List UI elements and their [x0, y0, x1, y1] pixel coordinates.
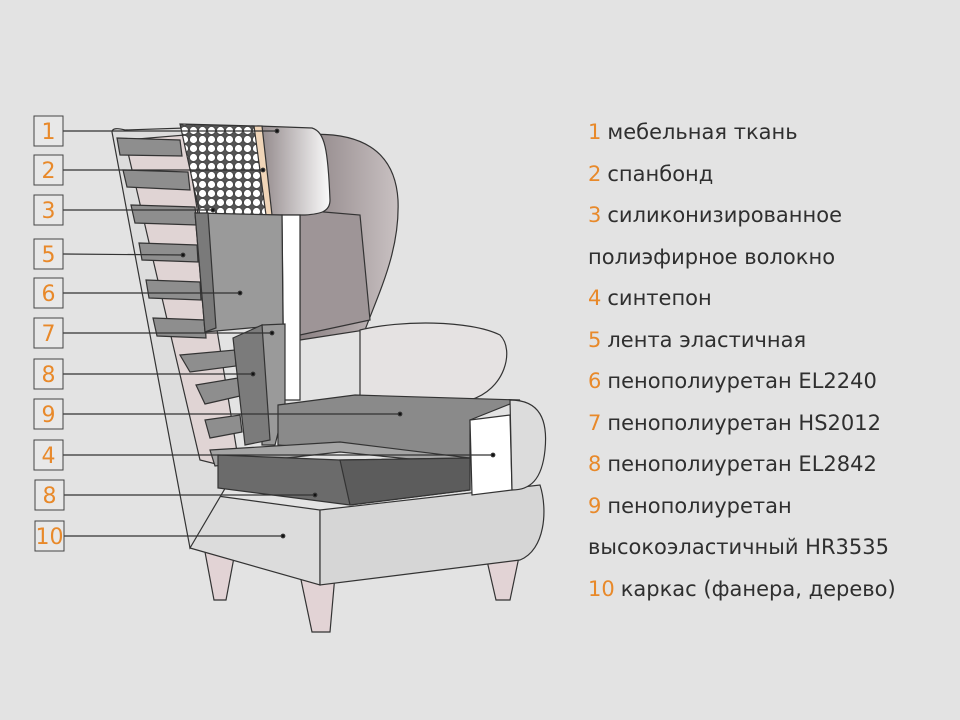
callout-5: 5 — [33, 238, 64, 270]
legend-number: 1 — [588, 120, 602, 144]
legend-text: каркас (фанера, дерево) — [620, 576, 896, 601]
callout-number: 7 — [42, 322, 56, 347]
legend-text: высокоэластичный HR3535 — [588, 535, 889, 559]
legend-number: 10 — [588, 576, 615, 601]
callout-number: 8 — [42, 363, 56, 388]
legend-text: мебельная ткань — [607, 120, 798, 144]
callout-8: 8 — [33, 358, 64, 390]
legend-number: 2 — [588, 161, 602, 186]
inner-back — [299, 209, 371, 336]
callout-number: 6 — [42, 282, 56, 307]
legend-text: синтепон — [607, 286, 712, 310]
callout-number: 5 — [42, 243, 56, 268]
callout-number: 2 — [42, 159, 56, 184]
callout-7: 7 — [33, 317, 64, 349]
callout-number: 8 — [43, 484, 57, 509]
legend-text: силиконизированное — [607, 203, 843, 227]
legend-item-continued: высокоэластичный HR3535 — [588, 527, 896, 569]
callout-8-seat: 8 — [34, 479, 65, 511]
chair-arm — [359, 322, 508, 401]
legend-text: пенополиуретан EL2240 — [607, 369, 877, 393]
frame-base-front — [319, 484, 545, 586]
callout-6: 6 — [33, 277, 64, 309]
legend-number: 3 — [588, 203, 602, 227]
legend-number: 4 — [588, 286, 602, 310]
legend-text: пенополиуретан — [607, 493, 792, 518]
legend-text: полиэфирное волокно — [588, 244, 836, 269]
callout-number: 10 — [36, 525, 64, 550]
callout-1: 1 — [33, 115, 64, 147]
legend-text: пенополиуретан HS2012 — [607, 410, 882, 435]
chair-drawing — [111, 123, 547, 633]
callout-number: 3 — [42, 199, 56, 224]
callout-2: 2 — [33, 154, 64, 186]
legend-number: 7 — [588, 410, 602, 435]
legend-number: 5 — [588, 327, 602, 352]
callout-lines — [62, 128, 496, 539]
headrest-fabric — [257, 125, 331, 216]
callout-number: 1 — [42, 120, 56, 145]
legend-text: лента эластичная — [607, 327, 807, 352]
callout-9: 9 — [33, 398, 64, 430]
callout-4: 4 — [33, 439, 64, 471]
legend-text: спанбонд — [607, 161, 714, 186]
legend-number: 8 — [588, 452, 602, 476]
callout-number: 4 — [42, 444, 56, 469]
callout-10: 10 — [34, 520, 65, 552]
seat-fabric-front — [509, 399, 547, 491]
callout-3: 3 — [33, 194, 64, 226]
legend-text: пенополиуретан EL2842 — [607, 452, 877, 476]
legend-item-continued: полиэфирное волокно — [588, 237, 896, 279]
legend-number: 6 — [588, 369, 602, 393]
legend-number: 9 — [588, 493, 602, 518]
callout-number: 9 — [42, 403, 56, 428]
foam-el2842-back — [232, 324, 271, 446]
